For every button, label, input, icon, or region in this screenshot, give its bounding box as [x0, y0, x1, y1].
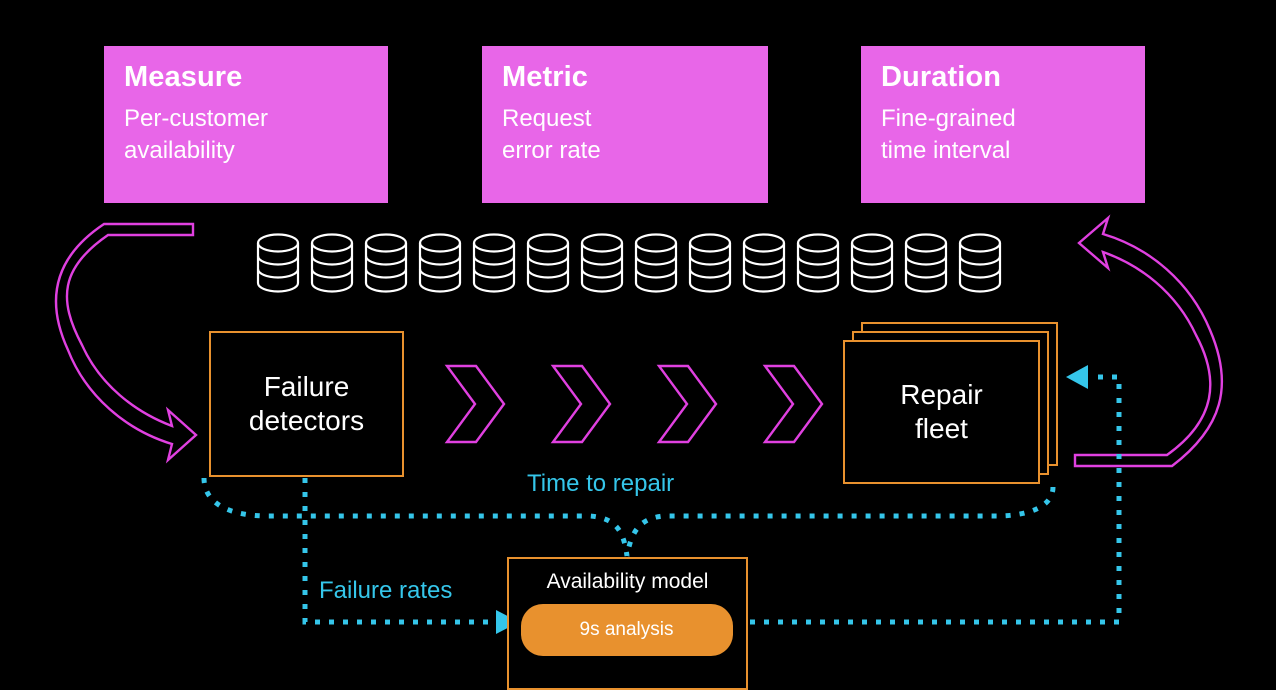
- header-card-subtitle: Request error rate: [502, 105, 601, 164]
- header-card-title: Metric: [502, 61, 589, 93]
- nines-analysis-chip[interactable]: 9s analysis: [520, 604, 733, 656]
- header-card-metric: Metric Request error rate: [482, 46, 768, 203]
- database-cylinder-icon: [256, 233, 1002, 293]
- time-to-repair-label: Time to repair: [527, 470, 675, 497]
- repair-fleet-label: Repair fleet: [900, 378, 983, 444]
- availability-model-node[interactable]: Availability model 9s analysis: [507, 557, 748, 690]
- header-card-subtitle: Per-customer availability: [124, 105, 269, 164]
- availability-to-repair-fleet-connector: [750, 374, 1122, 625]
- header-card-subtitle: Fine-grained time interval: [881, 105, 1016, 164]
- header-card-duration: Duration Fine-grained time interval: [861, 46, 1145, 203]
- header-card-title: Measure: [124, 61, 243, 93]
- header-card-title: Duration: [881, 61, 1002, 93]
- failure-detectors-node[interactable]: Failure detectors: [209, 331, 404, 477]
- repair-fleet-node[interactable]: Repair fleet: [843, 340, 1040, 484]
- left-feedback-arrow: [54, 222, 198, 464]
- repair-fleet-to-availability-connector: [624, 486, 1056, 557]
- availability-model-title: Availability model: [546, 570, 709, 593]
- repair-fleet-inbound-arrowhead: [1066, 365, 1088, 389]
- right-feedback-arrow: [1073, 214, 1224, 468]
- header-card-measure: Measure Per-customer availability: [104, 46, 388, 203]
- failure-rates-label: Failure rates: [319, 577, 453, 604]
- failure-rates-connector: [302, 478, 494, 625]
- chevron-right-icon: [444, 364, 824, 444]
- failure-detectors-label: Failure detectors: [248, 370, 365, 436]
